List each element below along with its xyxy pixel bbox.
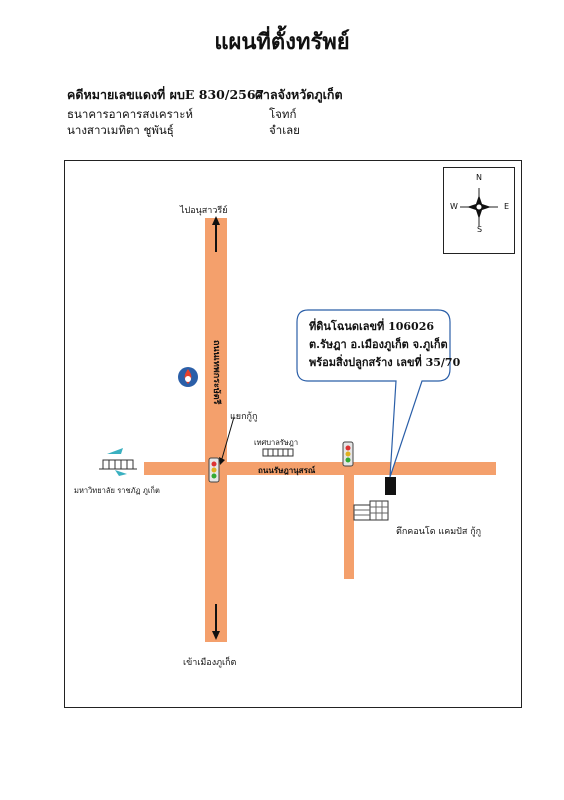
side-road: [344, 475, 354, 579]
compass-box: N S E W: [443, 167, 515, 254]
arrow-down-icon: [212, 604, 220, 640]
university-icon: [99, 448, 137, 476]
compass-rose-icon: [460, 188, 498, 226]
callout-line-3: พร้อมสิ่งปลูกสร้าง เลขที่ 35/70: [309, 356, 461, 369]
compass-s: S: [477, 225, 483, 234]
main-road: [205, 218, 227, 642]
compass-w: W: [450, 202, 458, 211]
plaintiff-role: โจทก์: [269, 107, 297, 121]
building-icon: [262, 448, 294, 457]
traffic-light-icon: [342, 441, 354, 467]
compass-n: N: [476, 173, 482, 182]
to-city-label: เข้าเมืองภูเก็ต: [183, 658, 237, 668]
condo-building-icon: [353, 500, 389, 521]
junction-label: แยกกู้กู: [230, 412, 258, 422]
callout-line-2: ต.รัษฎา อ.เมืองภูเก็ต จ.ภูเก็ต: [309, 338, 448, 351]
university-label: มหาวิทยาลัย ราชภัฏ ภูเก็ต: [74, 486, 160, 495]
cross-road: [144, 462, 496, 475]
to-north-label: ไปอนุสาวรีย์: [180, 206, 228, 216]
property-marker: [385, 477, 396, 495]
condo-label: ตึกคอนโด แคมปัส กู้กู: [396, 527, 482, 537]
callout-bubble: [296, 309, 451, 478]
gas-station-icon: [178, 367, 198, 387]
defendant-name: นางสาวเมทิตา ชูพันธุ์: [67, 123, 174, 137]
case-number: คดีหมายเลขแดงที่ ผบE 830/2567: [67, 87, 265, 102]
compass-e: E: [504, 202, 510, 211]
main-road-label: ถนนเทพกระษัตรี: [211, 340, 221, 405]
defendant-role: จำเลย: [269, 123, 300, 137]
map-title: แผนที่ตั้งทรัพย์: [214, 29, 350, 55]
junction-pointer: [219, 416, 235, 465]
traffic-light-icon: [208, 457, 220, 483]
arrow-up-icon: [212, 216, 220, 252]
municipality-label: เทศบาลรัษฎา: [254, 438, 299, 447]
map-frame: [64, 160, 522, 708]
cross-road-label: ถนนรัษฎานุสรณ์: [258, 466, 316, 475]
callout-line-1: ที่ดินโฉนดเลขที่ 106026: [309, 320, 435, 333]
plaintiff-name: ธนาคารอาคารสงเคราะห์: [67, 107, 194, 121]
court-name: ศาลจังหวัดภูเก็ต: [255, 87, 343, 102]
